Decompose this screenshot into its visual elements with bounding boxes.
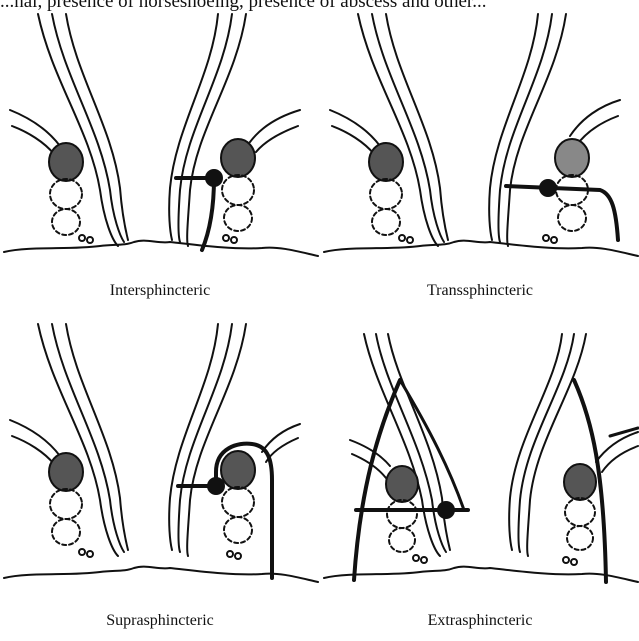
caption-suprasphincteric: Suprasphincteric [0,612,320,630]
panel-suprasphincteric: Suprasphincteric [0,320,320,640]
extrasphincteric-diagram [320,320,639,640]
internal-opening-marker [205,169,223,187]
internal-opening-marker [437,501,455,519]
panel-transsphincteric: Transsphincteric [320,0,639,320]
internal-opening-marker [207,477,225,495]
panel-intersphincteric: Intersphincteric [0,0,320,320]
suprasphincteric-diagram [0,320,320,640]
caption-transsphincteric: Transsphincteric [320,282,639,300]
panel-extrasphincteric: Extrasphincteric [320,320,639,640]
internal-opening-marker [539,179,557,197]
caption-extrasphincteric: Extrasphincteric [320,612,639,630]
intersphincteric-diagram [0,0,320,320]
transsphincteric-diagram [320,0,639,320]
caption-intersphincteric: Intersphincteric [0,282,320,300]
